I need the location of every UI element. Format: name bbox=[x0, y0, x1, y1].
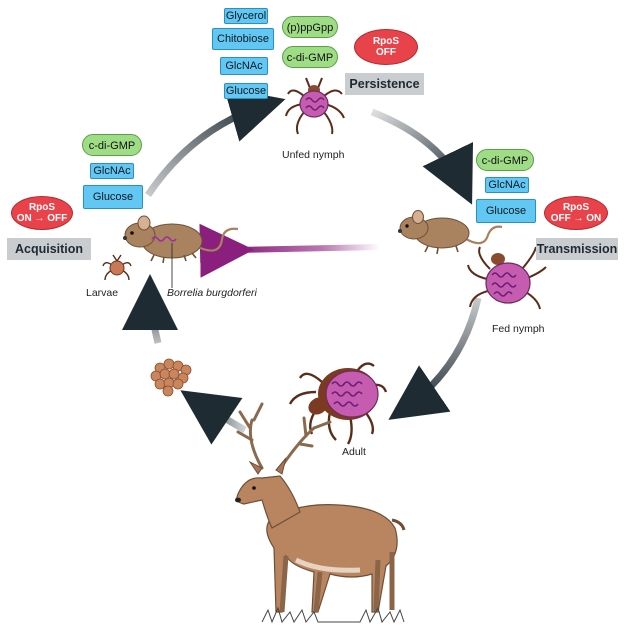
fed-nymph-tick bbox=[467, 246, 547, 310]
stage-label-transmission: Transmission bbox=[536, 238, 618, 260]
arrow-deer-to-eggs bbox=[180, 390, 247, 445]
stage-label-persistence: Persistence bbox=[345, 73, 424, 95]
rpos-state: OFF bbox=[376, 47, 396, 58]
persistence-pill-c-di-gmp: c-di-GMP bbox=[282, 46, 338, 68]
mouse-acquisition bbox=[123, 215, 239, 264]
rpos-label: RpoS bbox=[28, 202, 56, 213]
arrow-acquisition-to-persistence bbox=[145, 87, 286, 197]
acquisition-box-glcnac: GlcNAc bbox=[90, 163, 134, 179]
unfed-nymph-tick bbox=[285, 77, 345, 135]
caption-larvae: Larvae bbox=[86, 287, 119, 299]
caption-adult: Adult bbox=[342, 446, 366, 458]
acquisition-box-glucose: Glucose bbox=[83, 185, 143, 209]
deer bbox=[235, 402, 406, 624]
transmission-pill-c-di-gmp: c-di-GMP bbox=[476, 149, 534, 171]
stage-label-acquisition: Acquisition bbox=[7, 238, 91, 260]
borrelia-transfer-arrow bbox=[199, 223, 381, 278]
transmission-box-glucose: Glucose bbox=[476, 199, 536, 223]
acquisition-rpos-badge: RpoS ON → OFF bbox=[11, 196, 73, 230]
transmission-rpos-badge: RpoS OFF → ON bbox=[544, 196, 608, 230]
rpos-state: ON → OFF bbox=[16, 213, 68, 224]
rpos-label: RpoS bbox=[562, 202, 590, 213]
cycle-arrows bbox=[122, 87, 482, 445]
persistence-rpos-badge: RpoS OFF bbox=[354, 29, 418, 65]
rpos-label: RpoS bbox=[372, 36, 400, 47]
acquisition-pill-c-di-gmp: c-di-GMP bbox=[82, 134, 142, 156]
persistence-box-glycerol: Glycerol bbox=[224, 8, 268, 24]
larva-tick bbox=[102, 254, 132, 281]
arrow-fed-nymph-to-adult bbox=[388, 297, 482, 420]
persistence-pill-ppgpp: (p)ppGpp bbox=[282, 16, 338, 38]
arrow-persistence-to-transmission bbox=[370, 108, 473, 205]
caption-unfed-nymph: Unfed nymph bbox=[282, 149, 345, 161]
tick-eggs bbox=[150, 358, 192, 397]
transmission-box-glcnac: GlcNAc bbox=[485, 177, 529, 193]
persistence-box-chitobiose: Chitobiose bbox=[212, 28, 274, 50]
caption-borrelia-burgdorferi: Borrelia burgdorferi bbox=[167, 287, 257, 299]
arrow-eggs-to-larvae bbox=[122, 274, 179, 344]
persistence-box-glcnac: GlcNAc bbox=[220, 57, 268, 75]
adult-tick bbox=[288, 362, 388, 445]
persistence-box-glucose: Glucose bbox=[224, 83, 268, 99]
rpos-state: OFF → ON bbox=[550, 213, 602, 224]
caption-fed-nymph: Fed nymph bbox=[492, 323, 545, 335]
mouse-transmission bbox=[398, 210, 503, 255]
